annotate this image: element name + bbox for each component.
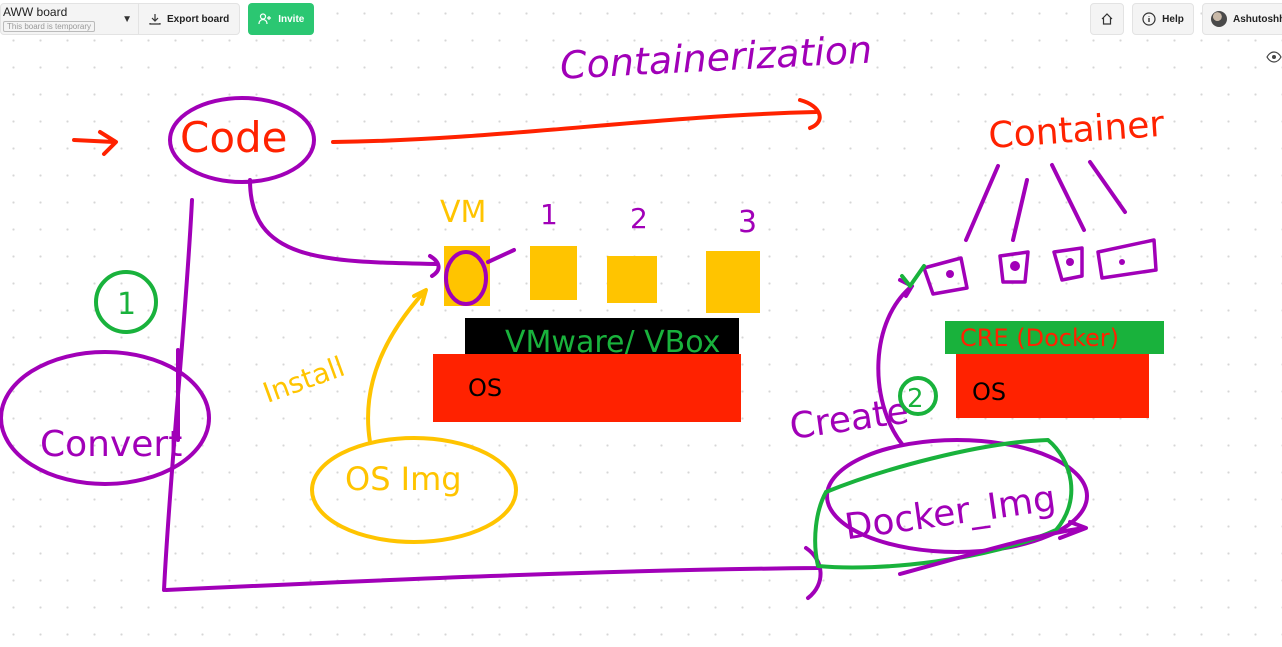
board-menu: AWW board This board is temporary ▼ Expo… xyxy=(0,3,241,35)
convert-text: Convert xyxy=(40,424,182,465)
avatar xyxy=(1211,11,1227,27)
board-temporary-badge: This board is temporary xyxy=(3,21,96,32)
divider xyxy=(138,3,139,35)
docker-img-green-box xyxy=(813,438,1074,570)
export-board-button[interactable]: Export board xyxy=(139,4,239,34)
container-instances xyxy=(922,238,1158,296)
os-img-to-vm-arrow xyxy=(366,288,428,444)
step-1-text: 1 xyxy=(117,287,136,322)
home-icon xyxy=(1101,13,1113,25)
os-left-text: OS xyxy=(468,374,502,402)
vm-box-3 xyxy=(706,251,760,313)
step-2-text: 2 xyxy=(907,384,924,414)
board-heading-text: Containerization xyxy=(559,27,873,87)
chevron-down-icon: ▼ xyxy=(122,14,132,25)
board-title-dropdown[interactable]: AWW board This board is temporary ▼ xyxy=(1,4,138,34)
os-right-bar xyxy=(956,354,1149,418)
convert-circle xyxy=(0,350,211,486)
vm-box-2 xyxy=(607,256,657,303)
app-in-vm-circle xyxy=(444,250,488,306)
os-right-text: OS xyxy=(972,378,1006,406)
code-text: Code xyxy=(180,113,288,162)
os-img-text: OS Img xyxy=(345,460,462,498)
create-text: Create xyxy=(787,391,911,448)
invite-label: Invite xyxy=(278,13,305,25)
help-button[interactable]: Help xyxy=(1132,3,1194,35)
home-button[interactable] xyxy=(1090,3,1124,35)
invite-button[interactable]: Invite xyxy=(248,3,315,35)
container-text: Container xyxy=(987,104,1166,157)
code-circle xyxy=(168,96,316,184)
user-menu[interactable]: Ashutoshh S xyxy=(1202,3,1282,35)
vm-text: VM xyxy=(440,195,486,230)
help-label: Help xyxy=(1162,13,1184,25)
board-title: AWW board xyxy=(3,5,68,19)
container-check xyxy=(900,264,926,288)
code-to-vm-arrow xyxy=(248,178,516,278)
install-text: Install xyxy=(258,350,348,410)
docker-img-arrowhead xyxy=(898,520,1088,576)
docker-img-purple-circle xyxy=(825,438,1089,554)
os-img-circle xyxy=(310,436,518,544)
step-2-circle xyxy=(898,376,938,416)
info-icon xyxy=(1142,12,1156,26)
vm-number-3: 3 xyxy=(738,205,757,240)
eye-icon[interactable] xyxy=(1266,50,1282,64)
vm-box-1 xyxy=(530,246,577,300)
cre-bar xyxy=(945,321,1164,354)
input-arrow xyxy=(72,130,118,156)
add-user-icon xyxy=(258,13,272,25)
vm-number-2: 2 xyxy=(630,202,648,235)
vm-number-1: 1 xyxy=(540,198,558,231)
container-dots xyxy=(946,258,1125,278)
os-left-bar xyxy=(433,354,741,422)
code-to-container-arrow xyxy=(331,98,822,144)
top-right-toolbar: Help Ashutoshh S xyxy=(1090,3,1282,35)
step-1-circle xyxy=(94,270,158,334)
user-name: Ashutoshh S xyxy=(1233,13,1282,25)
download-icon xyxy=(149,14,161,25)
cre-text: CRE (Docker) xyxy=(960,324,1119,352)
top-left-toolbar: AWW board This board is temporary ▼ Expo… xyxy=(0,3,315,35)
export-board-label: Export board xyxy=(167,13,230,25)
container-link-lines xyxy=(964,160,1127,242)
